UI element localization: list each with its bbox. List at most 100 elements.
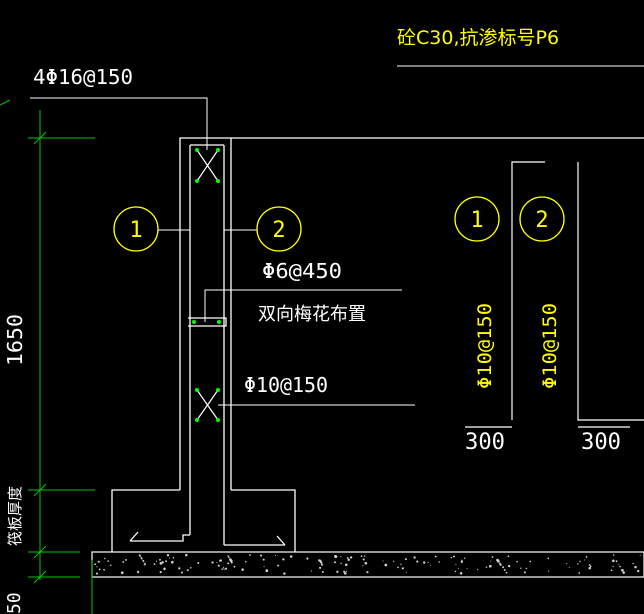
hatch-speck bbox=[155, 560, 158, 562]
hatch-speck bbox=[459, 572, 463, 575]
hatch-speck bbox=[225, 567, 228, 570]
hatch-speck bbox=[547, 557, 550, 560]
section-markers bbox=[113, 196, 565, 252]
hatch-speck bbox=[499, 564, 502, 566]
hatch-speck bbox=[490, 560, 492, 562]
hatch-speck bbox=[110, 564, 112, 566]
hatch-speck bbox=[639, 554, 641, 556]
hatch-speck bbox=[508, 564, 511, 568]
callout-tie-note: 双向梅花布置 bbox=[258, 304, 366, 325]
hatch-speck bbox=[460, 560, 464, 563]
hatch-speck bbox=[416, 560, 419, 563]
hatch-speck bbox=[477, 569, 479, 571]
rebar-cage bbox=[129, 144, 286, 546]
hatch-speck bbox=[283, 572, 286, 575]
hatch-speck bbox=[525, 567, 528, 570]
hatch-speck bbox=[274, 554, 277, 557]
hatch-speck bbox=[612, 559, 615, 563]
hatch-speck bbox=[263, 566, 265, 568]
hatch-speck bbox=[170, 560, 174, 564]
tie-dot bbox=[217, 320, 221, 324]
wall-outline bbox=[179, 137, 644, 490]
callout-vert-bar: Φ10@150 bbox=[244, 373, 328, 397]
hatch-speck bbox=[507, 555, 510, 558]
dim-tick bbox=[33, 545, 47, 559]
rebar-sections bbox=[192, 148, 221, 422]
hatch-speck bbox=[120, 571, 124, 575]
callout-top-bar: 4Φ16@150 bbox=[33, 65, 133, 89]
hatch-speck bbox=[497, 560, 500, 563]
hatch-speck bbox=[612, 565, 614, 567]
detail-bars bbox=[465, 161, 644, 428]
hatch-speck bbox=[145, 563, 147, 565]
hatch-speck bbox=[520, 567, 522, 569]
hatch-speck bbox=[365, 562, 368, 565]
hatch-speck bbox=[178, 567, 181, 570]
detail-bar-2-label: Φ10@150 bbox=[539, 303, 561, 389]
hatch-speck bbox=[588, 564, 591, 566]
bar-dot bbox=[216, 418, 220, 422]
marker-1-label: 1 bbox=[129, 218, 142, 243]
tie-rebar bbox=[188, 317, 227, 327]
leader-tie bbox=[204, 289, 402, 322]
hatch-speck bbox=[615, 560, 618, 563]
hatch-speck bbox=[143, 564, 146, 566]
bar-dot bbox=[195, 179, 199, 183]
cushion-slab bbox=[91, 551, 644, 578]
hatch-speck bbox=[277, 564, 280, 567]
hatch-speck bbox=[336, 570, 339, 573]
hatch-speck bbox=[344, 572, 347, 575]
dimension-lines bbox=[0, 99, 95, 614]
hatch-speck bbox=[455, 563, 457, 565]
rebar-left-hook bbox=[130, 534, 190, 542]
hatch-speck bbox=[632, 562, 634, 565]
hatch-speck bbox=[227, 562, 230, 565]
hatch-speck bbox=[159, 558, 161, 561]
detail-len-1-label: 300 bbox=[465, 430, 505, 455]
hatch-speck bbox=[249, 554, 251, 556]
hatch-speck bbox=[429, 564, 431, 566]
hatch-speck bbox=[262, 558, 265, 561]
hatch-speck bbox=[485, 566, 488, 568]
hatch-speck bbox=[125, 558, 127, 561]
detail-bar-1-label: Φ10@150 bbox=[474, 303, 496, 389]
hatch-speck bbox=[505, 571, 508, 574]
marker-1-circle bbox=[113, 206, 159, 252]
hatch-speck bbox=[122, 561, 125, 563]
hatch-speck bbox=[172, 557, 175, 559]
hatch-speck bbox=[637, 569, 640, 573]
hatch-speck bbox=[619, 565, 621, 568]
detail-len-2-label: 300 bbox=[581, 430, 621, 455]
footing-left bbox=[111, 489, 180, 552]
hatch-speck bbox=[466, 567, 468, 569]
hatch-speck bbox=[585, 556, 588, 558]
tie-dot bbox=[192, 320, 196, 324]
hatch-speck bbox=[343, 570, 346, 573]
dim-tick bbox=[33, 131, 47, 145]
rebar-right-hook-tick bbox=[276, 535, 286, 546]
wall-structure bbox=[111, 137, 644, 552]
hatch-speck bbox=[450, 556, 453, 559]
note-concrete: 砼C30,抗渗标号P6 bbox=[397, 27, 559, 49]
detail-marker-2-circle bbox=[519, 196, 565, 242]
hatch-speck bbox=[566, 562, 568, 564]
hatch-speck bbox=[197, 562, 200, 564]
hatch-speck bbox=[344, 563, 348, 567]
hatch-speck bbox=[227, 555, 229, 557]
hatch-speck bbox=[463, 557, 466, 559]
hatch-speck bbox=[347, 558, 350, 561]
hatch-speck bbox=[404, 558, 407, 561]
hatch-speck bbox=[384, 563, 388, 567]
hatch-speck bbox=[306, 557, 309, 560]
footing-right bbox=[231, 489, 296, 552]
hatch-speck bbox=[401, 567, 404, 570]
hatch-speck bbox=[289, 555, 293, 558]
hatch-speck bbox=[349, 556, 353, 559]
detail-bar-2-shape bbox=[577, 162, 644, 421]
hatch-speck bbox=[405, 571, 407, 573]
hatch-speck bbox=[334, 555, 337, 558]
hatch-speck bbox=[229, 559, 233, 563]
hatch-speck bbox=[393, 560, 395, 562]
hatch-speck bbox=[491, 556, 494, 558]
